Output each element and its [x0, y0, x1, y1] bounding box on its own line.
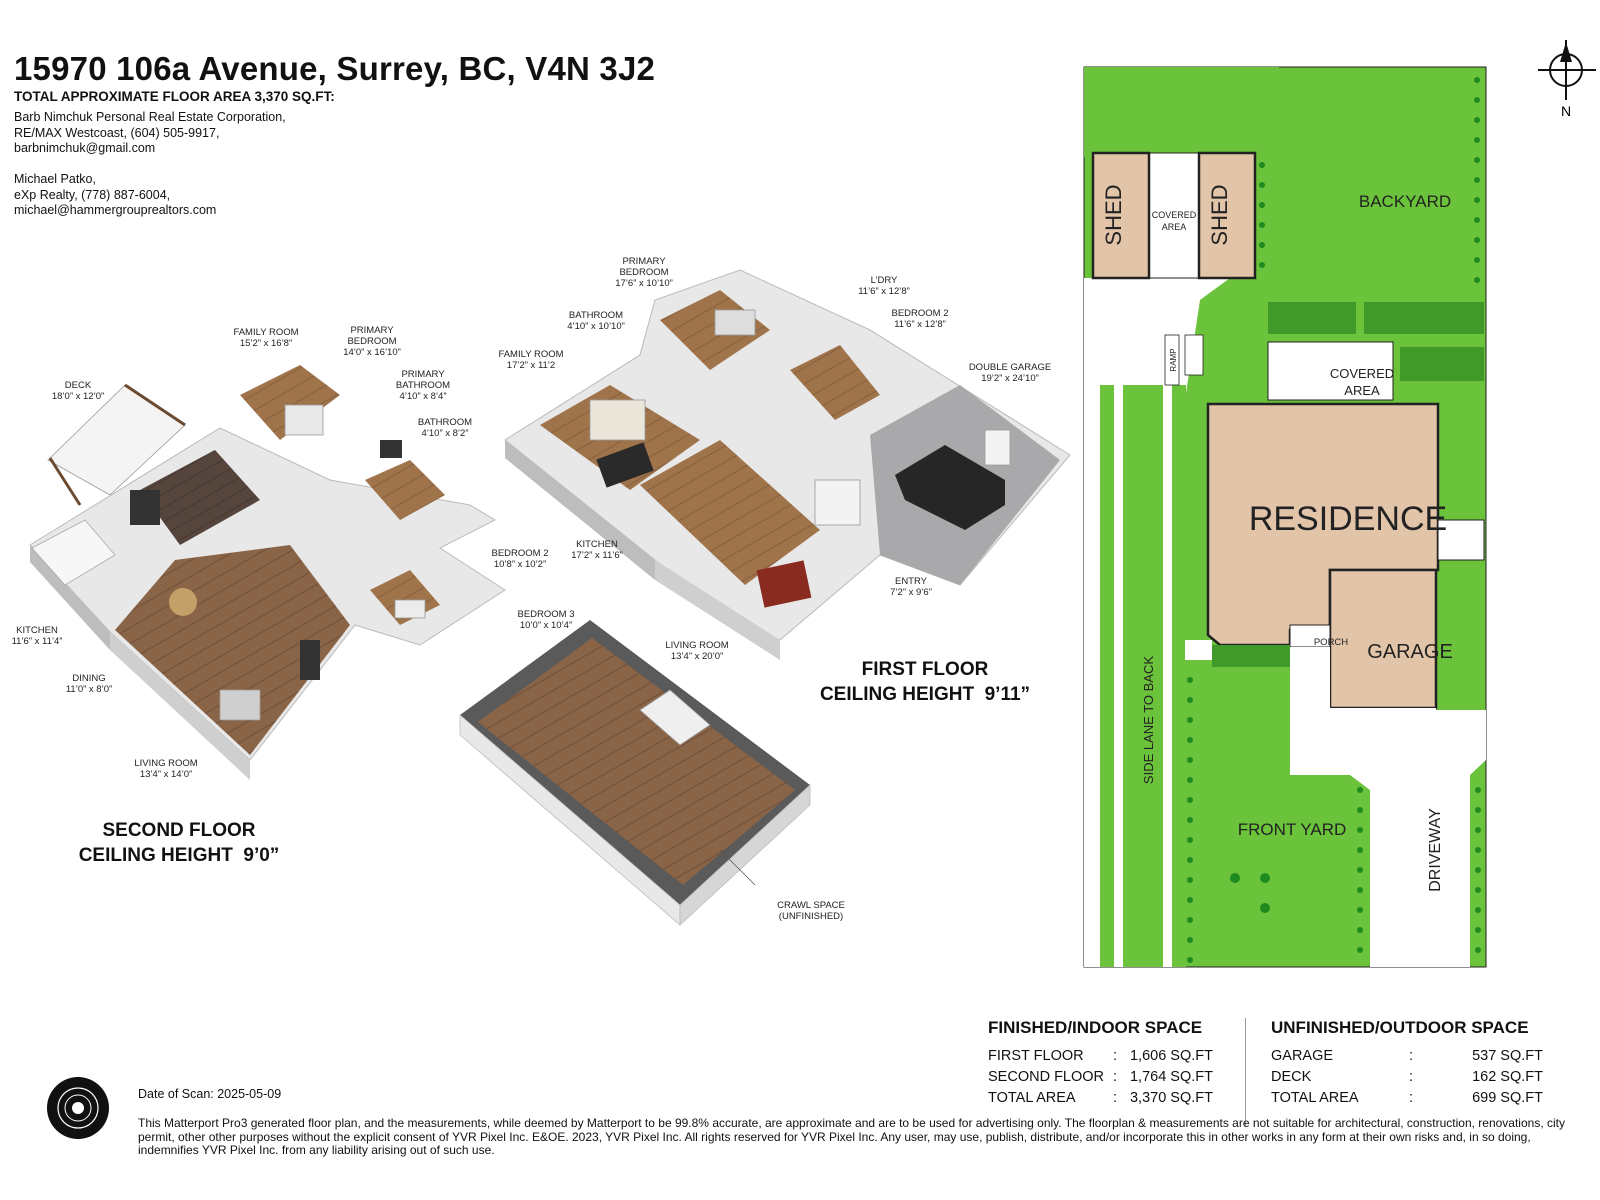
agent-contact-2: Michael Patko, eXp Realty, (778) 887-600… [14, 172, 216, 219]
first-floor-model [504, 269, 1071, 660]
covered-area-label-1: COVERED [1330, 366, 1394, 381]
finished-space-heading: FINISHED/INDOOR SPACE [988, 1018, 1203, 1037]
finished-row: TOTAL AREA:3,370 SQ.FT [988, 1090, 1213, 1106]
total-area-subtitle: TOTAL APPROXIMATE FLOOR AREA 3,370 SQ.FT… [14, 89, 335, 104]
area-summary: FINISHED/INDOOR SPACE FIRST FLOOR:1,606 … [988, 1018, 1583, 1138]
agent-2-name: Michael Patko, [14, 172, 96, 186]
summary-divider [1245, 1018, 1246, 1126]
agent-2-brokerage: eXp Realty, (778) 887-6004, [14, 187, 171, 202]
side-lane-label: SIDE LANE TO BACK [1141, 656, 1156, 784]
porch-label: PORCH [1314, 637, 1348, 648]
second-floor-model [29, 365, 506, 780]
shed-left-label: SHED [1101, 184, 1126, 245]
ramp-label: RAMP [1169, 348, 1178, 371]
unfinished-space-heading: UNFINISHED/OUTDOOR SPACE [1271, 1018, 1529, 1037]
driveway-label: DRIVEWAY [1427, 808, 1444, 892]
yvr-pixel-logo [47, 1077, 109, 1139]
residence-label: RESIDENCE [1249, 500, 1447, 538]
crawl-space-model [459, 620, 811, 926]
finished-space-table: FINISHED/INDOOR SPACE FIRST FLOOR:1,606 … [988, 1018, 1213, 1111]
covered-area-label-2: AREA [1344, 383, 1380, 398]
disclaimer-text: This Matterport Pro3 generated floor pla… [138, 1116, 1565, 1157]
unfinished-space-table: UNFINISHED/OUTDOOR SPACE GARAGE:537 SQ.F… [1271, 1018, 1543, 1111]
backyard-label: BACKYARD [1359, 192, 1451, 211]
compass-north-label: N [1561, 103, 1571, 119]
front-yard-label: FRONT YARD [1238, 820, 1347, 839]
shed-right-label: SHED [1207, 184, 1232, 245]
unfinished-row: TOTAL AREA:699 SQ.FT [1271, 1090, 1543, 1106]
shed-right [1197, 151, 1257, 280]
agent-1-name: Barb Nimchuk Personal Real Estate Corpor… [14, 110, 286, 124]
north-compass-icon: N [1538, 40, 1596, 119]
crawl-space-label: CRAWL SPACE(UNFINISHED) [777, 900, 845, 922]
agent-2-email: michael@hammergrouprealtors.com [14, 203, 217, 217]
shed-left [1091, 151, 1151, 280]
unfinished-row: DECK:162 SQ.FT [1271, 1069, 1543, 1085]
scan-date: Date of Scan: 2025-05-09 [138, 1087, 282, 1101]
finished-row: FIRST FLOOR:1,606 SQ.FT [988, 1048, 1213, 1064]
agent-1-email: barbnimchuk@gmail.com [14, 141, 156, 155]
unfinished-row: GARAGE:537 SQ.FT [1271, 1048, 1543, 1064]
covered-area-top-label-1: COVERED [1152, 210, 1197, 220]
page-title: 15970 106a Avenue, Surrey, BC, V4N 3J2 [14, 50, 656, 87]
site-plan: SHED SHED COVERED AREA BACKYARD RAMP COV… [1083, 66, 1487, 968]
garage-label: GARAGE [1367, 641, 1453, 663]
agent-contact-1: Barb Nimchuk Personal Real Estate Corpor… [14, 110, 286, 157]
finished-row: SECOND FLOOR:1,764 SQ.FT [988, 1069, 1213, 1085]
covered-area-top-label-2: AREA [1162, 222, 1187, 232]
agent-1-brokerage: RE/MAX Westcoast, (604) 505-9917, [14, 125, 220, 140]
